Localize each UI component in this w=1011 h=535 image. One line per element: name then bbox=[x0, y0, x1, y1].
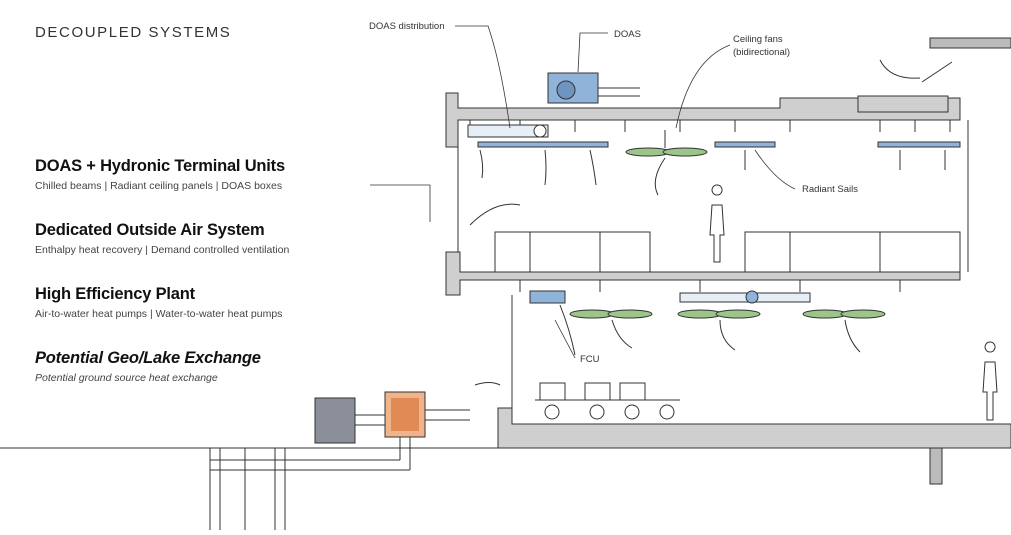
section-subtitle: Enthalpy heat recovery | Demand controll… bbox=[35, 244, 290, 256]
foundation-pier bbox=[929, 447, 943, 485]
label-doas: DOAS bbox=[614, 29, 641, 40]
label-fcu: FCU bbox=[580, 354, 600, 365]
label-radiant-sails: Radiant Sails bbox=[802, 184, 858, 195]
airflow-arrow bbox=[479, 149, 484, 179]
ceiling-hangers-lower bbox=[519, 280, 901, 292]
ceiling-fan-blade bbox=[840, 309, 886, 319]
airflow-arrow bbox=[469, 203, 521, 226]
section-title: Dedicated Outside Air System bbox=[35, 221, 265, 239]
section-plant: High Efficiency Plant Air-to-water heat … bbox=[35, 285, 282, 320]
airflow-arrow bbox=[719, 319, 736, 351]
section-subtitle: Potential ground source heat exchange bbox=[35, 372, 218, 384]
lower-duct bbox=[679, 292, 811, 303]
airflow-arrow bbox=[654, 157, 666, 196]
section-subtitle: Air-to-water heat pumps | Water-to-water… bbox=[35, 308, 283, 320]
lower-furniture bbox=[535, 382, 680, 420]
ceiling-fan-blade bbox=[662, 147, 708, 157]
ground-slab bbox=[497, 407, 1011, 449]
airflow-arrow bbox=[879, 59, 921, 79]
label-ceiling-fans: Ceiling fans bbox=[733, 34, 783, 45]
ceiling-fan-blade bbox=[677, 309, 723, 319]
leader-lines bbox=[370, 25, 796, 359]
ground-loop-piping bbox=[209, 437, 411, 530]
air-to-water-heat-pump bbox=[314, 397, 356, 444]
section-title: Potential Geo/Lake Exchange bbox=[35, 349, 261, 367]
section-doas-hydronic: DOAS + Hydronic Terminal Units Chilled b… bbox=[35, 157, 285, 192]
doas-distribution-duct bbox=[467, 124, 549, 138]
radiant-panel-upper-1 bbox=[477, 141, 609, 148]
ceiling-fan-blade bbox=[569, 309, 615, 319]
ceiling-fan-blade bbox=[802, 309, 848, 319]
airflow-arrow bbox=[589, 149, 597, 186]
radiant-panel-upper-2 bbox=[714, 141, 776, 148]
upper-roof bbox=[929, 37, 1011, 49]
section-title: DOAS + Hydronic Terminal Units bbox=[35, 157, 285, 175]
ceiling-fan-blade bbox=[715, 309, 761, 319]
person-figure bbox=[709, 184, 725, 263]
section-subtitle: Chilled beams | Radiant ceiling panels |… bbox=[35, 180, 283, 192]
section-geo-lake: Potential Geo/Lake Exchange Potential gr… bbox=[35, 349, 261, 384]
page-title: DECOUPLED SYSTEMS bbox=[35, 24, 232, 41]
airflow-arrow bbox=[611, 319, 633, 349]
label-ceiling-fans-bidirectional: (bidirectional) bbox=[733, 47, 790, 58]
section-doas: Dedicated Outside Air System Enthalpy he… bbox=[35, 221, 289, 256]
doas-fan-icon bbox=[556, 80, 576, 100]
fcu-unit bbox=[529, 290, 566, 304]
ceiling-fan-blade bbox=[607, 309, 653, 319]
section-title: High Efficiency Plant bbox=[35, 285, 195, 303]
second-floor-slab bbox=[445, 251, 961, 296]
airflow-arrow bbox=[559, 304, 576, 356]
roof-clerestory bbox=[857, 95, 949, 113]
airflow-arrow bbox=[544, 149, 547, 186]
upper-furniture bbox=[494, 231, 961, 273]
airflow-arrow bbox=[844, 319, 861, 353]
person-figure bbox=[982, 341, 998, 421]
label-doas-distribution: DOAS distribution bbox=[369, 21, 445, 32]
airflow-arrow bbox=[474, 382, 501, 386]
radiant-panel-upper-3 bbox=[877, 141, 961, 148]
